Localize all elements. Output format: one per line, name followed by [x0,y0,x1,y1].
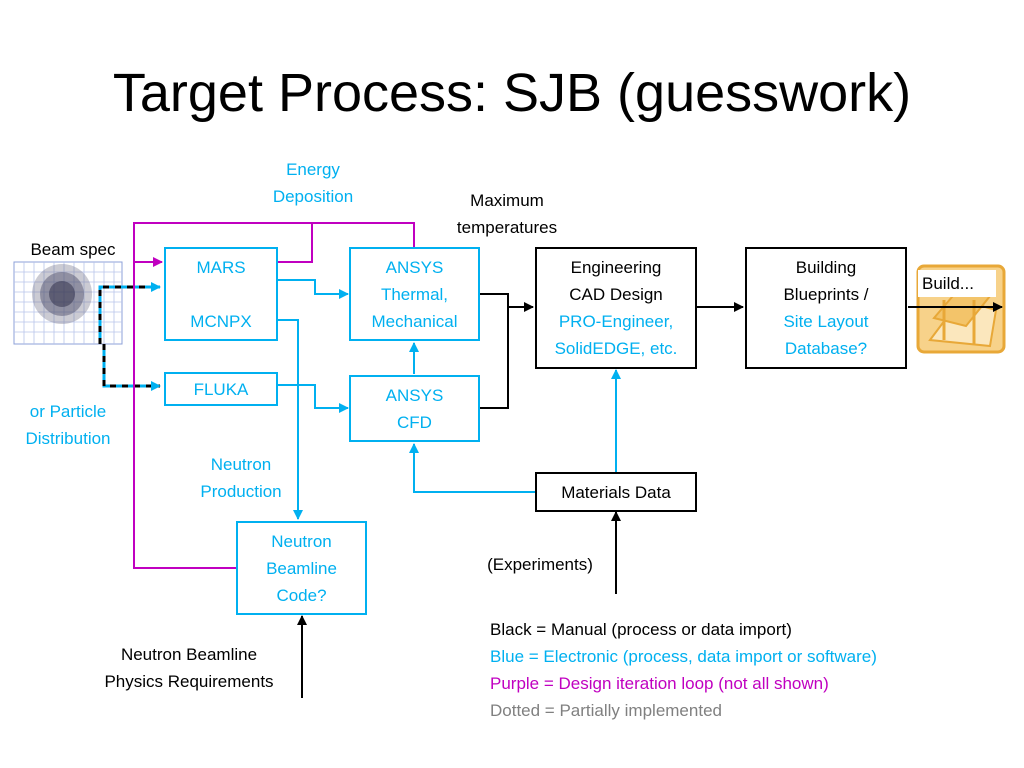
mcnpx-label: MCNPX [190,312,252,331]
engineering-cad-line-3: PRO-Engineer, [558,312,674,331]
neutron-beamline-code-line-2: Beamline [266,558,337,578]
building-blueprints-line-2: Blueprints / [783,285,869,304]
mars-box: MARS MCNPX [164,247,278,341]
neutron-production-line-2: Production [200,482,282,501]
black-flow-lines [297,293,744,698]
fluka-label: FLUKA [193,379,249,399]
building-blueprints-line-1: Building [795,258,857,277]
materials-data-label: Materials Data [561,482,671,502]
energy-deposition-line-1: Energy [286,160,340,179]
engineering-cad-line-4: SolidEDGE, etc. [554,339,678,358]
experiments-label: (Experiments) [487,555,593,574]
neutron-production-label: Neutron Production [182,451,300,505]
materials-data-box: Materials Data [535,472,697,512]
neutron-production-line-1: Neutron [210,455,272,474]
legend-blue: Blue = Electronic (process, data import … [490,647,877,666]
maximum-temperatures-label: Maximum temperatures [436,187,578,241]
ansys-thermal-line-2: Thermal, [380,284,449,304]
purple-iteration-loop [133,222,415,569]
ansys-thermal-line-3: Mechanical [371,311,458,331]
energy-deposition-label: Energy Deposition [244,156,382,210]
building-blueprints-box: Building Blueprints / Site Layout Databa… [745,247,907,369]
ansys-thermal-box: ANSYS Thermal, Mechanical [349,247,480,341]
build-label: Build... [918,270,996,297]
particle-distribution-line-1: or Particle [29,402,107,421]
neutron-beamline-code-line-1: Neutron [271,531,332,551]
engineering-cad-box: Engineering CAD Design PRO-Engineer, Sol… [535,247,697,369]
building-blueprints-line-3: Site Layout [783,312,869,331]
particle-distribution-line-2: Distribution [25,429,111,448]
neutron-beamline-code-box: Neutron Beamline Code? [236,521,367,615]
physics-requirements-line-2: Physics Requirements [104,672,274,691]
ansys-thermal-line-1: ANSYS [385,257,444,277]
legend-black: Black = Manual (process or data import) [490,620,792,639]
page-title: Target Process: SJB (guesswork) [112,63,912,123]
legend-dotted: Dotted = Partially implemented [490,701,722,720]
ansys-cfd-line-1: ANSYS [385,385,444,405]
particle-distribution-label: or Particle Distribution [6,398,130,452]
blue-flow-lines [278,279,621,520]
fluka-box: FLUKA [164,372,278,406]
energy-deposition-line-2: Deposition [272,187,354,206]
beam-spec-dotted-links [98,282,161,391]
beam-spec-label: Beam spec [30,240,116,259]
physics-requirements-label: Neutron Beamline Physics Requirements [84,641,294,695]
ansys-cfd-line-2: CFD [397,412,432,432]
neutron-beamline-code-line-3: Code? [276,585,327,605]
legend-purple: Purple = Design iteration loop (not all … [490,674,829,693]
beam-spec-image [13,261,123,345]
physics-requirements-line-1: Neutron Beamline [120,645,258,664]
mars-label: MARS [196,258,246,277]
maximum-temperatures-line-2: temperatures [456,218,558,237]
maximum-temperatures-line-1: Maximum [470,191,544,210]
engineering-cad-line-2: CAD Design [569,285,663,304]
building-blueprints-line-4: Database? [784,339,868,358]
ansys-cfd-box: ANSYS CFD [349,375,480,442]
engineering-cad-line-1: Engineering [570,258,662,277]
